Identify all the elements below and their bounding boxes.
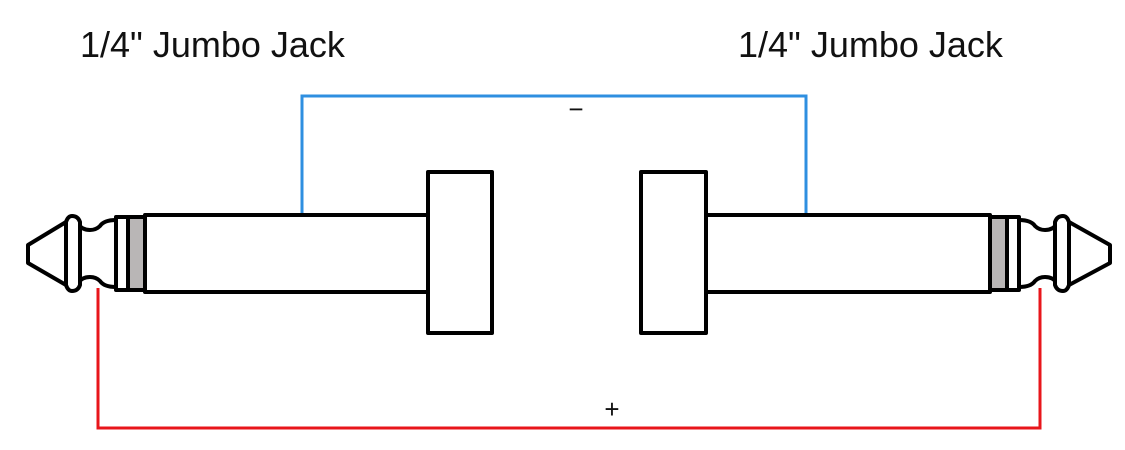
tip-neck [76, 218, 118, 289]
negative-wire [300, 94, 808, 215]
positive-wire [96, 288, 1042, 430]
tip-cone [26, 220, 68, 287]
tip-cone [1067, 220, 1112, 287]
ring-band [126, 215, 147, 292]
flange [426, 170, 494, 335]
positive-symbol: + [604, 394, 619, 424]
tip-ring [1053, 214, 1071, 293]
left-jack-label: 1/4" Jumbo Jack [80, 24, 345, 65]
right-jack-plug [639, 170, 1112, 335]
tip-neck [1017, 218, 1059, 289]
tip-ring [64, 214, 82, 293]
right-jack-label: 1/4" Jumbo Jack [738, 24, 1003, 65]
flange [639, 170, 708, 335]
negative-symbol: − [568, 94, 583, 124]
left-jack-plug [26, 170, 494, 335]
sleeve [704, 213, 992, 294]
sleeve [143, 213, 430, 294]
ring-band [988, 215, 1009, 292]
